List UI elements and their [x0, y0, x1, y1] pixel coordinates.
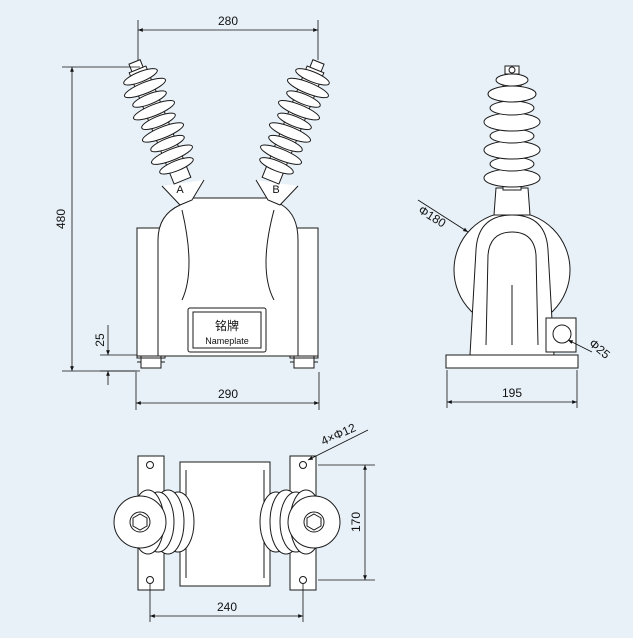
front-dimensions	[62, 20, 320, 410]
dim-hole-spacing: 240	[217, 600, 237, 614]
dim-top-span: 280	[218, 14, 238, 28]
top-view	[113, 455, 341, 591]
top-insulator-b	[259, 489, 341, 555]
front-neck-a	[161, 179, 205, 206]
side-view	[445, 65, 579, 369]
front-neck-b	[255, 179, 299, 206]
mount-hole-2	[146, 576, 154, 584]
side-neck	[493, 187, 531, 216]
nameplate-frame	[187, 307, 267, 353]
side-hole	[552, 324, 572, 344]
dim-side-width: 195	[502, 386, 522, 400]
side-base-plate	[445, 354, 579, 369]
top-dimensions	[149, 429, 375, 622]
mount-hole-1	[146, 461, 154, 469]
dim-height: 480	[54, 209, 68, 229]
side-dimensions	[417, 199, 593, 408]
insulator-b	[259, 59, 330, 185]
dim-depth: 170	[349, 512, 363, 532]
terminal-b-label: B	[272, 184, 279, 196]
dim-front-width: 290	[218, 387, 238, 401]
nameplate-en-label: Nameplate	[205, 336, 249, 346]
side-insulator	[483, 65, 541, 191]
mount-hole-3	[299, 461, 307, 469]
nameplate-cn-label: 铭牌	[215, 318, 239, 333]
top-insulator-a	[113, 489, 195, 555]
front-view: 铭牌 Nameplate	[123, 59, 330, 369]
terminal-a-label: A	[176, 184, 184, 196]
dim-base-height: 25	[93, 333, 107, 347]
mount-hole-4	[299, 576, 307, 584]
insulator-a	[123, 59, 194, 185]
top-main-body	[179, 461, 271, 587]
